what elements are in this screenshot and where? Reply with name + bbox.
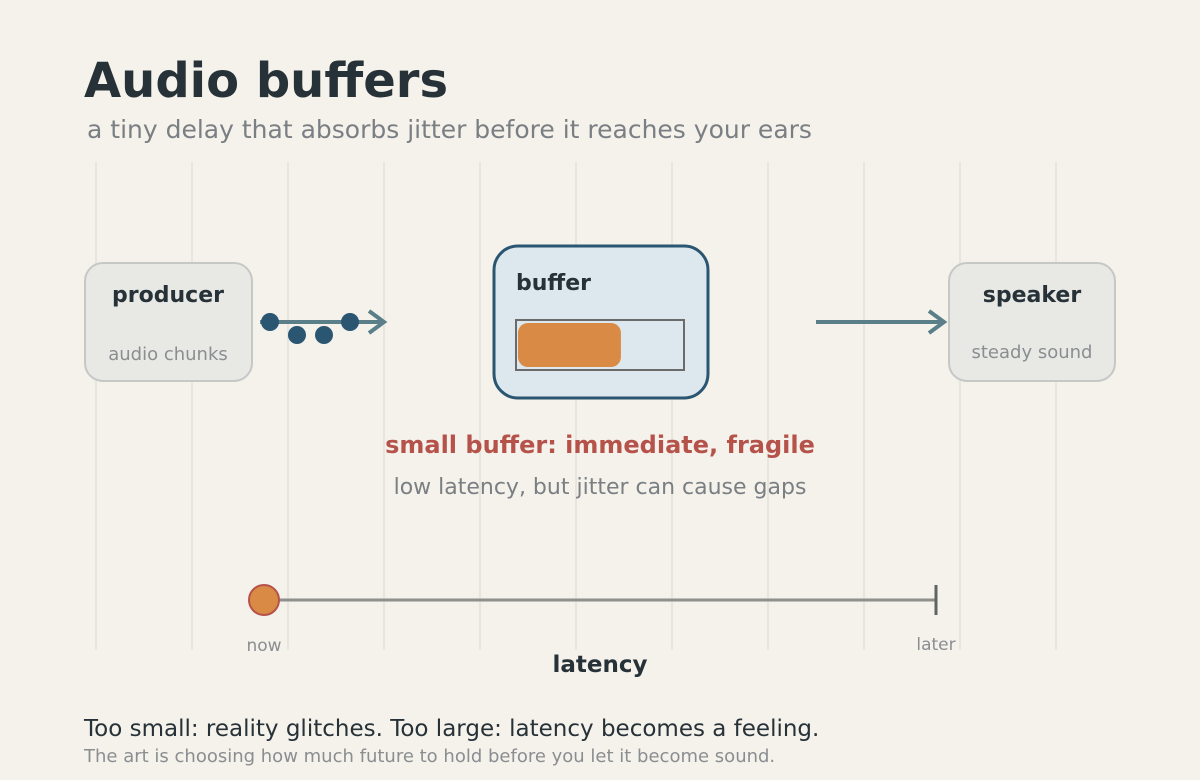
audio-chunk xyxy=(288,326,306,344)
footer-main-text: Too small: reality glitches. Too large: … xyxy=(83,716,819,742)
chunks-flow xyxy=(260,309,388,344)
buffer-node: buffer xyxy=(492,244,710,400)
producer-box xyxy=(84,262,253,382)
buffer-meter-frame xyxy=(515,319,685,371)
audio-chunk xyxy=(341,313,359,331)
output-flow xyxy=(816,309,948,335)
speaker-node: speaker steady sound xyxy=(948,262,1116,382)
background-grid xyxy=(95,162,1057,650)
latency-end-label: later xyxy=(916,635,955,655)
latency-marker xyxy=(248,584,280,616)
latency-scale: now later latency xyxy=(246,584,956,678)
speaker-title: speaker xyxy=(983,283,1082,308)
status-subtitle: low latency, but jitter can cause gaps xyxy=(394,475,807,500)
producer-node: producer audio chunks xyxy=(84,262,253,382)
producer-subtitle: audio chunks xyxy=(108,344,228,365)
status-title: small buffer: immediate, fragile xyxy=(385,431,815,459)
buffer-title: buffer xyxy=(516,271,591,296)
producer-title: producer xyxy=(112,283,224,308)
buffer-box xyxy=(492,244,710,400)
speaker-subtitle: steady sound xyxy=(972,342,1093,363)
buffer-fill-level xyxy=(518,323,621,367)
audio-chunk xyxy=(315,326,333,344)
page-subtitle: a tiny delay that absorbs jitter before … xyxy=(87,115,812,144)
page-title: Audio buffers xyxy=(84,53,448,109)
input-arrowhead-icon xyxy=(367,309,388,335)
footer-sub-text: The art is choosing how much future to h… xyxy=(83,746,775,767)
speaker-box xyxy=(948,262,1116,382)
latency-axis-label: latency xyxy=(553,652,648,678)
audio-chunk xyxy=(261,313,279,331)
latency-start-label: now xyxy=(246,636,281,656)
output-arrowhead-icon xyxy=(927,309,948,335)
